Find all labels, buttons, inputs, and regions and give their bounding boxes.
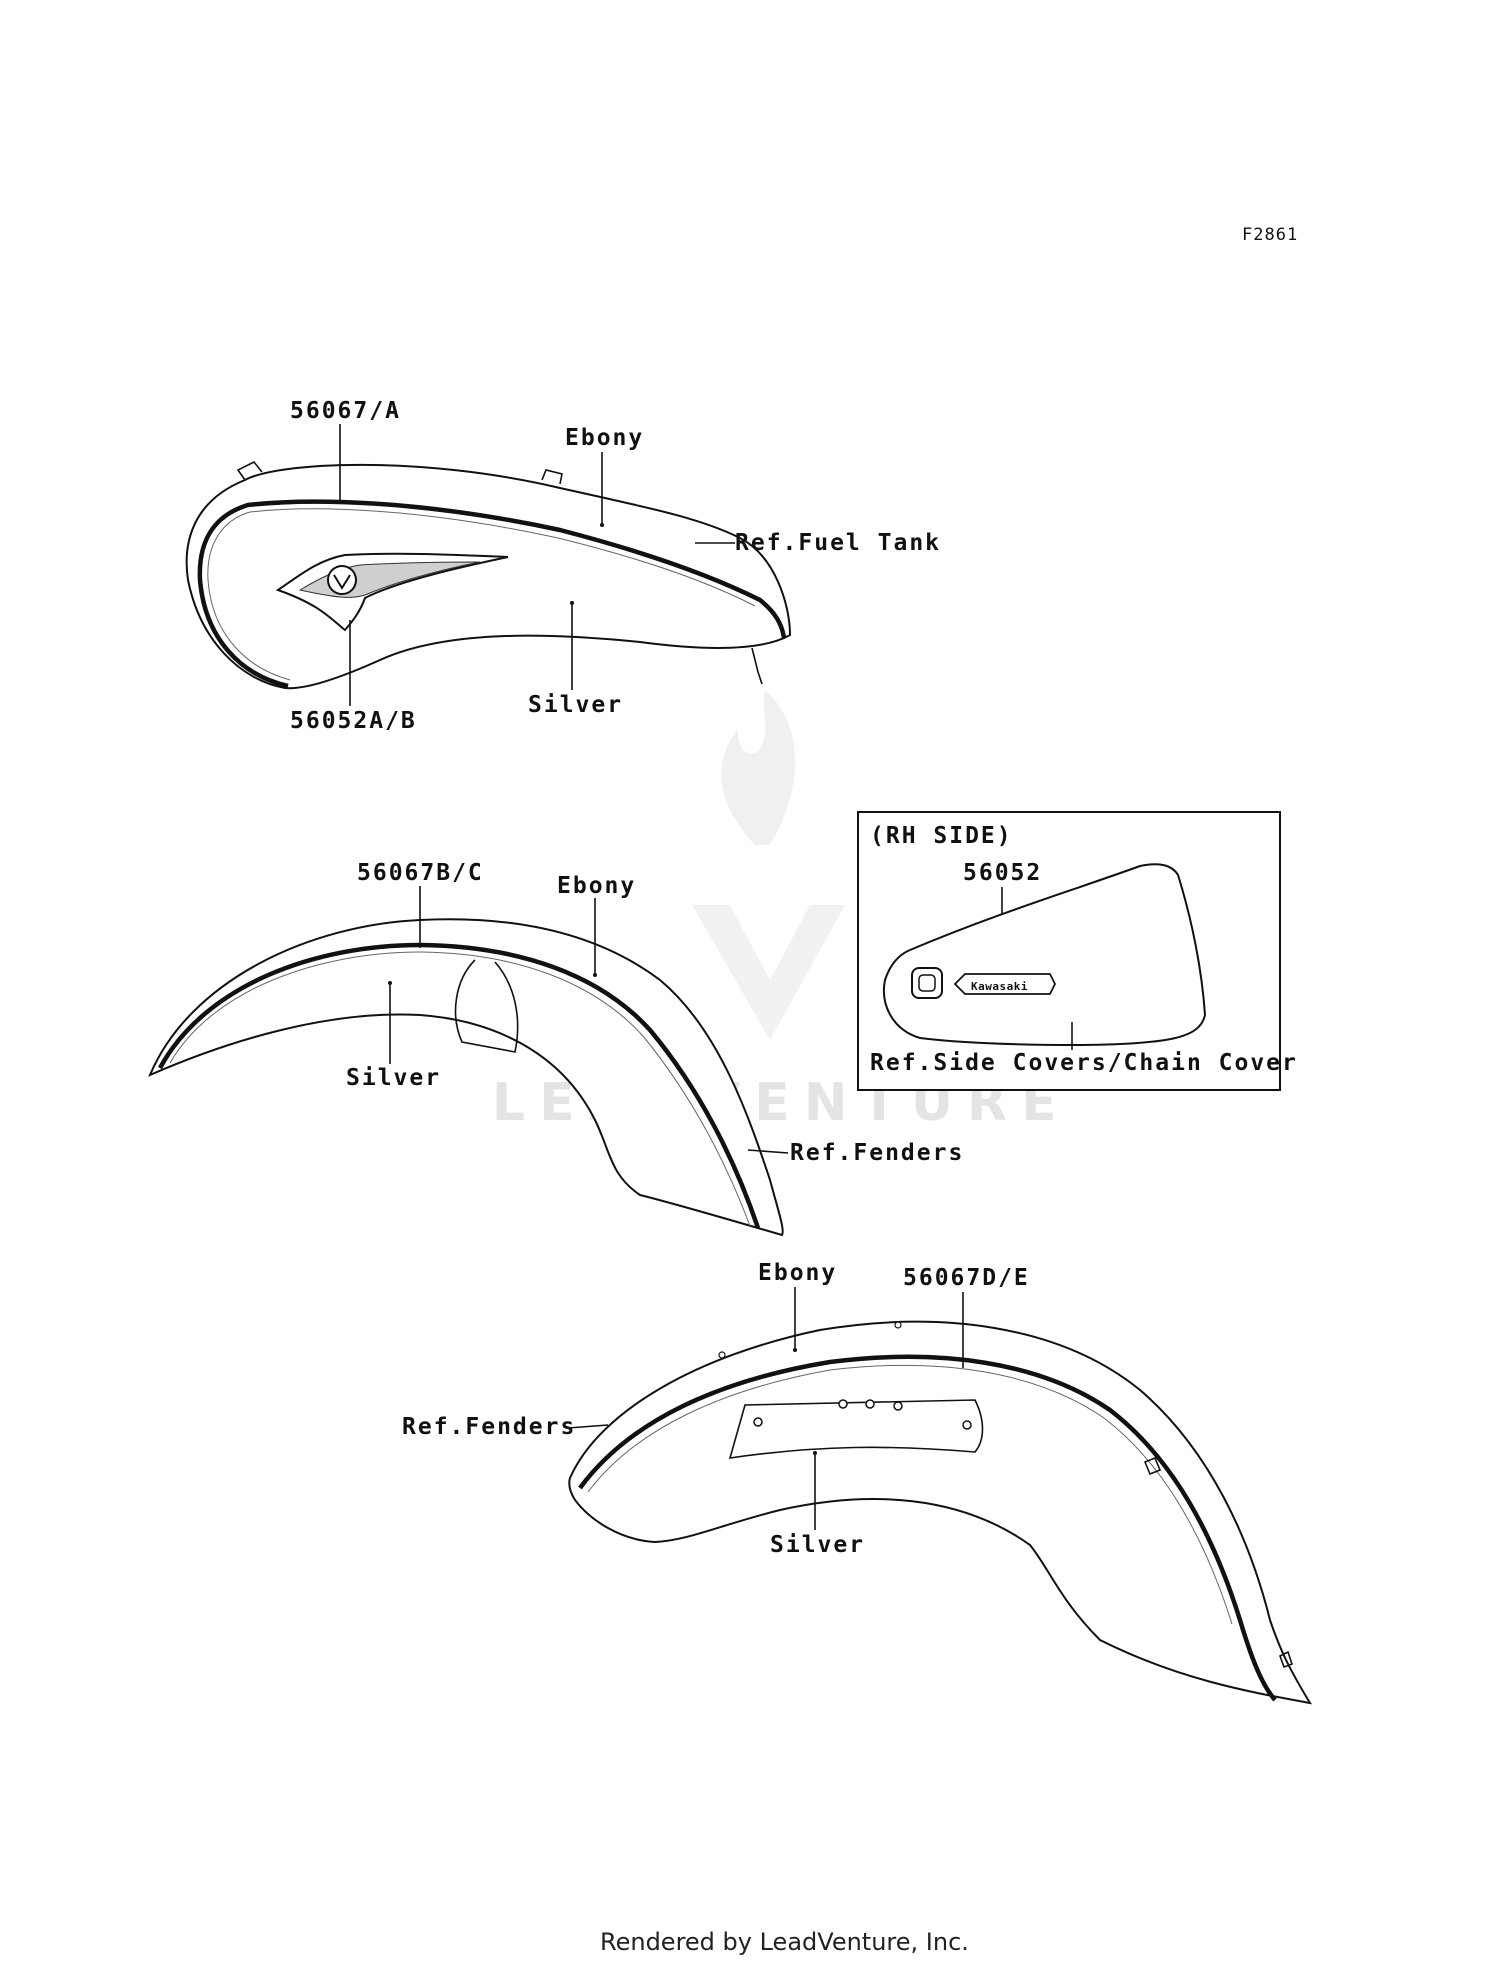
front-fender-stripe <box>158 942 761 1229</box>
leader-ref-fenders-front <box>747 1149 789 1154</box>
rear-fender-stripe <box>578 1354 1277 1702</box>
fuel-tank-ref: Ref.Fuel Tank <box>735 530 941 556</box>
front-fender-color-body: Silver <box>346 1065 441 1091</box>
rear-fender-color-top: Ebony <box>758 1260 837 1286</box>
fuel-tank-outline <box>185 463 792 690</box>
fuel-tank-stripe <box>197 499 787 689</box>
front-fender-color-top: Ebony <box>557 873 636 899</box>
rear-fender-stripe-part-number: 56067D/E <box>903 1265 1030 1291</box>
rear-fender-ref: Ref.Fenders <box>402 1414 576 1440</box>
tank-emblem <box>275 552 509 632</box>
leadventure-logo <box>692 690 845 1040</box>
leader-ref-fenders-rear <box>567 1424 609 1429</box>
kawasaki-emblem-text: Kawasaki <box>971 980 1028 993</box>
side-cover-drawing: Kawasaki <box>883 863 1207 1047</box>
figure-id: F2861 <box>1242 225 1298 245</box>
rear-fender-drawing <box>568 1320 1313 1705</box>
side-cover-ref: Ref.Side Covers/Chain Cover <box>870 1050 1298 1076</box>
rear-fender-outline <box>568 1320 1313 1705</box>
fuel-tank-emblem-part-number: 56052A/B <box>290 708 417 734</box>
fuel-tank-stripe-part-number: 56067/A <box>290 398 401 424</box>
front-fender-stripe-part-number: 56067B/C <box>357 860 484 886</box>
fuel-tank-color-body: Silver <box>528 692 623 718</box>
fuel-tank-color-top: Ebony <box>565 425 644 451</box>
side-cover-part-number: 56052 <box>963 860 1042 886</box>
footer-credit: Rendered by LeadVenture, Inc. <box>600 1928 969 1956</box>
rh-side-title: (RH SIDE) <box>870 823 1013 849</box>
front-fender-drawing <box>148 918 784 1237</box>
front-fender-ref: Ref.Fenders <box>790 1140 964 1166</box>
fuel-tank-drawing <box>185 460 792 690</box>
rear-fender-color-body: Silver <box>770 1532 865 1558</box>
side-cover-outline <box>883 863 1207 1047</box>
